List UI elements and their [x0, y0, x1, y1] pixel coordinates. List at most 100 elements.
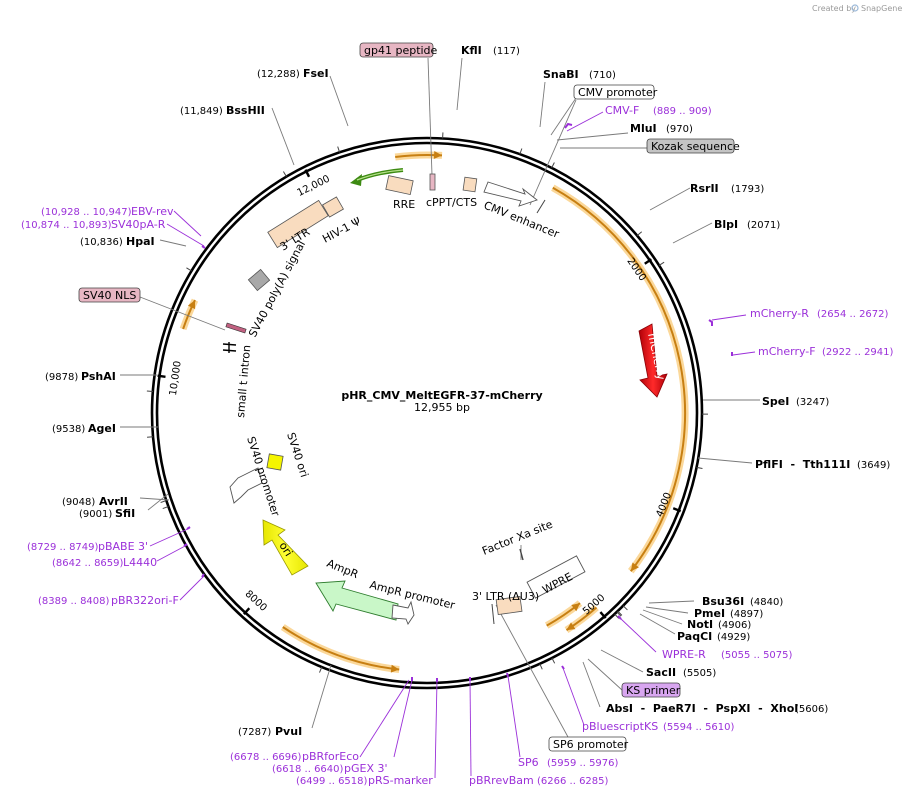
primer-cmv-f-range: (889 .. 909) [653, 106, 712, 117]
enzyme-mlui[interactable]: MluI [630, 122, 657, 135]
enzyme-paqci[interactable]: PaqCI [677, 630, 712, 643]
bp-tick [158, 376, 166, 377]
enzyme-bsshii[interactable]: BssHII [226, 104, 265, 117]
enzyme-pshai[interactable]: PshAI [81, 370, 116, 383]
enzyme-bsshii-pos: (11,849) [180, 106, 223, 117]
primer-l4440[interactable]: L4440 [123, 556, 157, 569]
enzyme-fsei[interactable]: FseI [303, 67, 329, 80]
hiv1-psi-arrowhead [350, 174, 362, 186]
enzyme-blpi[interactable]: BlpI [714, 218, 738, 231]
sv40-polya-feature[interactable] [248, 269, 269, 290]
enzyme-noti-pos: (4906) [718, 620, 751, 631]
orf-arc-ampr[interactable] [283, 627, 399, 670]
ampr-promoter-arrow[interactable] [392, 602, 414, 624]
enzyme-fsei-pos: (12,288) [257, 69, 300, 80]
primer-prs-marker-range: (6499 .. 6518) [296, 776, 368, 787]
credit-created-by: Created by [812, 4, 856, 13]
sv40-ori-feature[interactable] [267, 454, 283, 470]
enzyme-bsu36i-pos: (4840) [750, 597, 783, 608]
enzyme-spei[interactable]: SpeI [762, 395, 789, 408]
enzyme-absi-xhoi[interactable]: AbsI - PaeR7I - PspXI - XhoI [606, 702, 798, 715]
primer-cmv-f[interactable]: CMV-F [605, 104, 639, 117]
primer-sv40pa-r[interactable]: SV40pA-R [111, 218, 166, 231]
sv40-nls-feature[interactable] [226, 323, 246, 333]
cmv-promoter-label: CMV promoter [578, 86, 658, 99]
feature-label-sv40-ori: SV40 ori [284, 431, 311, 479]
primer-sv40pa-r-range: (10,874 .. 10,893) [21, 220, 112, 231]
enzyme-avrii-pos: (9048) [62, 497, 95, 508]
enzyme-cut-tick [552, 163, 555, 168]
primer-pbrrevbam[interactable]: pBRrevBam [469, 774, 534, 787]
feature-label-sv40-polya: SV40 poly(A) signal [246, 238, 308, 339]
primer-pbr322ori-f-range: (8389 .. 8408) [38, 596, 110, 607]
orf-arc-ampr-glow [283, 627, 399, 670]
enzyme-cut-tick [147, 437, 153, 438]
ks-primer-label: KS primer [626, 684, 681, 697]
enzyme-pvui-pos: (7287) [238, 727, 271, 738]
enzyme-agei-pos: (9538) [52, 424, 85, 435]
cppt-feature[interactable] [463, 177, 477, 192]
enzyme-pvui[interactable]: PvuI [275, 725, 302, 738]
enzyme-pflfi-pos: (3649) [857, 460, 890, 471]
bp-tick-label: 10,000 [168, 360, 184, 396]
enzyme-rsrii-pos: (1793) [731, 184, 764, 195]
enzyme-mlui-pos: (970) [666, 124, 693, 135]
primer-pgex3[interactable]: pGEX 3' [344, 762, 388, 775]
primer-pbrforeco-range: (6678 .. 6696) [230, 752, 302, 763]
primer-pbr322ori-f[interactable]: pBR322ori-F [111, 594, 179, 607]
enzyme-pmei-pos: (4897) [730, 609, 763, 620]
feature-label-cppt: cPPT/CTS [426, 196, 477, 209]
enzyme-absi-pos: (5606) [795, 704, 828, 715]
primer-pbabe3-range: (8729 .. 8749) [27, 542, 99, 553]
primer-mcherry-r[interactable]: mCherry-R [750, 307, 809, 320]
primer-sp6[interactable]: SP6 [518, 756, 539, 769]
enzyme-hpai[interactable]: HpaI [126, 235, 155, 248]
primer-pbluescriptks[interactable]: pBluescriptKS [582, 720, 658, 733]
primer-ebv-rev[interactable]: EBV-rev [131, 205, 174, 218]
gp41-feature[interactable] [430, 174, 435, 190]
primer-pbrforeco[interactable]: pBRforEco [302, 750, 359, 763]
gp41-label: gp41 peptide [364, 44, 438, 57]
primer-wpre-r-range: (5055 .. 5075) [721, 650, 793, 661]
enzyme-sacii-pos: (5505) [683, 668, 716, 679]
enzyme-cut-tick [637, 232, 642, 236]
enzyme-kfli[interactable]: KflI [461, 44, 482, 57]
feature-label-small-t: small t intron [234, 344, 253, 418]
credit-brand: SnapGene [861, 4, 902, 13]
enzyme-agei[interactable]: AgeI [88, 422, 116, 435]
sv40-nls-label: SV40 NLS [83, 289, 136, 302]
feature-label-hiv-psi: HIV-1 Ψ [320, 215, 363, 246]
enzyme-paqci-pos: (4929) [717, 632, 750, 643]
enzyme-cut-tick [283, 171, 286, 176]
enzyme-rsrii[interactable]: RsrII [690, 182, 719, 195]
rre-feature[interactable] [386, 176, 413, 195]
primer-mcherry-f[interactable]: mCherry-F [758, 345, 816, 358]
enzyme-snabi[interactable]: SnaBI [543, 68, 579, 81]
primer-mcherry-r-range: (2654 .. 2672) [817, 309, 889, 320]
cmv-promoter-marker [537, 200, 545, 213]
feature-label-factor-xa: Factor Xa site [480, 518, 554, 558]
primer-prs-marker[interactable]: pRS-marker [368, 774, 433, 787]
enzyme-spei-pos: (3247) [796, 397, 829, 408]
enzyme-sacii[interactable]: SacII [646, 666, 676, 679]
primer-mcherry-f-range: (2922 .. 2941) [822, 347, 894, 358]
primer-ebv-rev-range: (10,928 .. 10,947) [41, 207, 132, 218]
primer-wpre-r[interactable]: WPRE-R [662, 648, 706, 661]
primer-pbrrevbam-range: (6266 .. 6285) [537, 776, 609, 787]
enzyme-cut-tick [552, 658, 555, 663]
enzyme-hpai-pos: (10,836) [80, 237, 123, 248]
enzyme-pflfi-tth111i[interactable]: PflFI - Tth111I [755, 458, 850, 471]
primer-pbluescriptks-range: (5594 .. 5610) [663, 722, 735, 733]
enzyme-kfli-pos: (117) [493, 46, 520, 57]
enzyme-avrii[interactable]: AvrII [99, 495, 128, 508]
enzyme-pshai-pos: (9878) [45, 372, 78, 383]
sp6-promoter-label: SP6 promoter [553, 738, 629, 751]
plasmid-length: 12,955 bp [414, 401, 470, 414]
primer-pbabe3[interactable]: pBABE 3' [98, 540, 148, 553]
primer-sp6-range: (5959 .. 5976) [547, 758, 619, 769]
small-t-intron-mark [223, 342, 236, 353]
enzyme-sfii[interactable]: SfiI [115, 507, 135, 520]
factor-xa-mark [520, 549, 523, 560]
